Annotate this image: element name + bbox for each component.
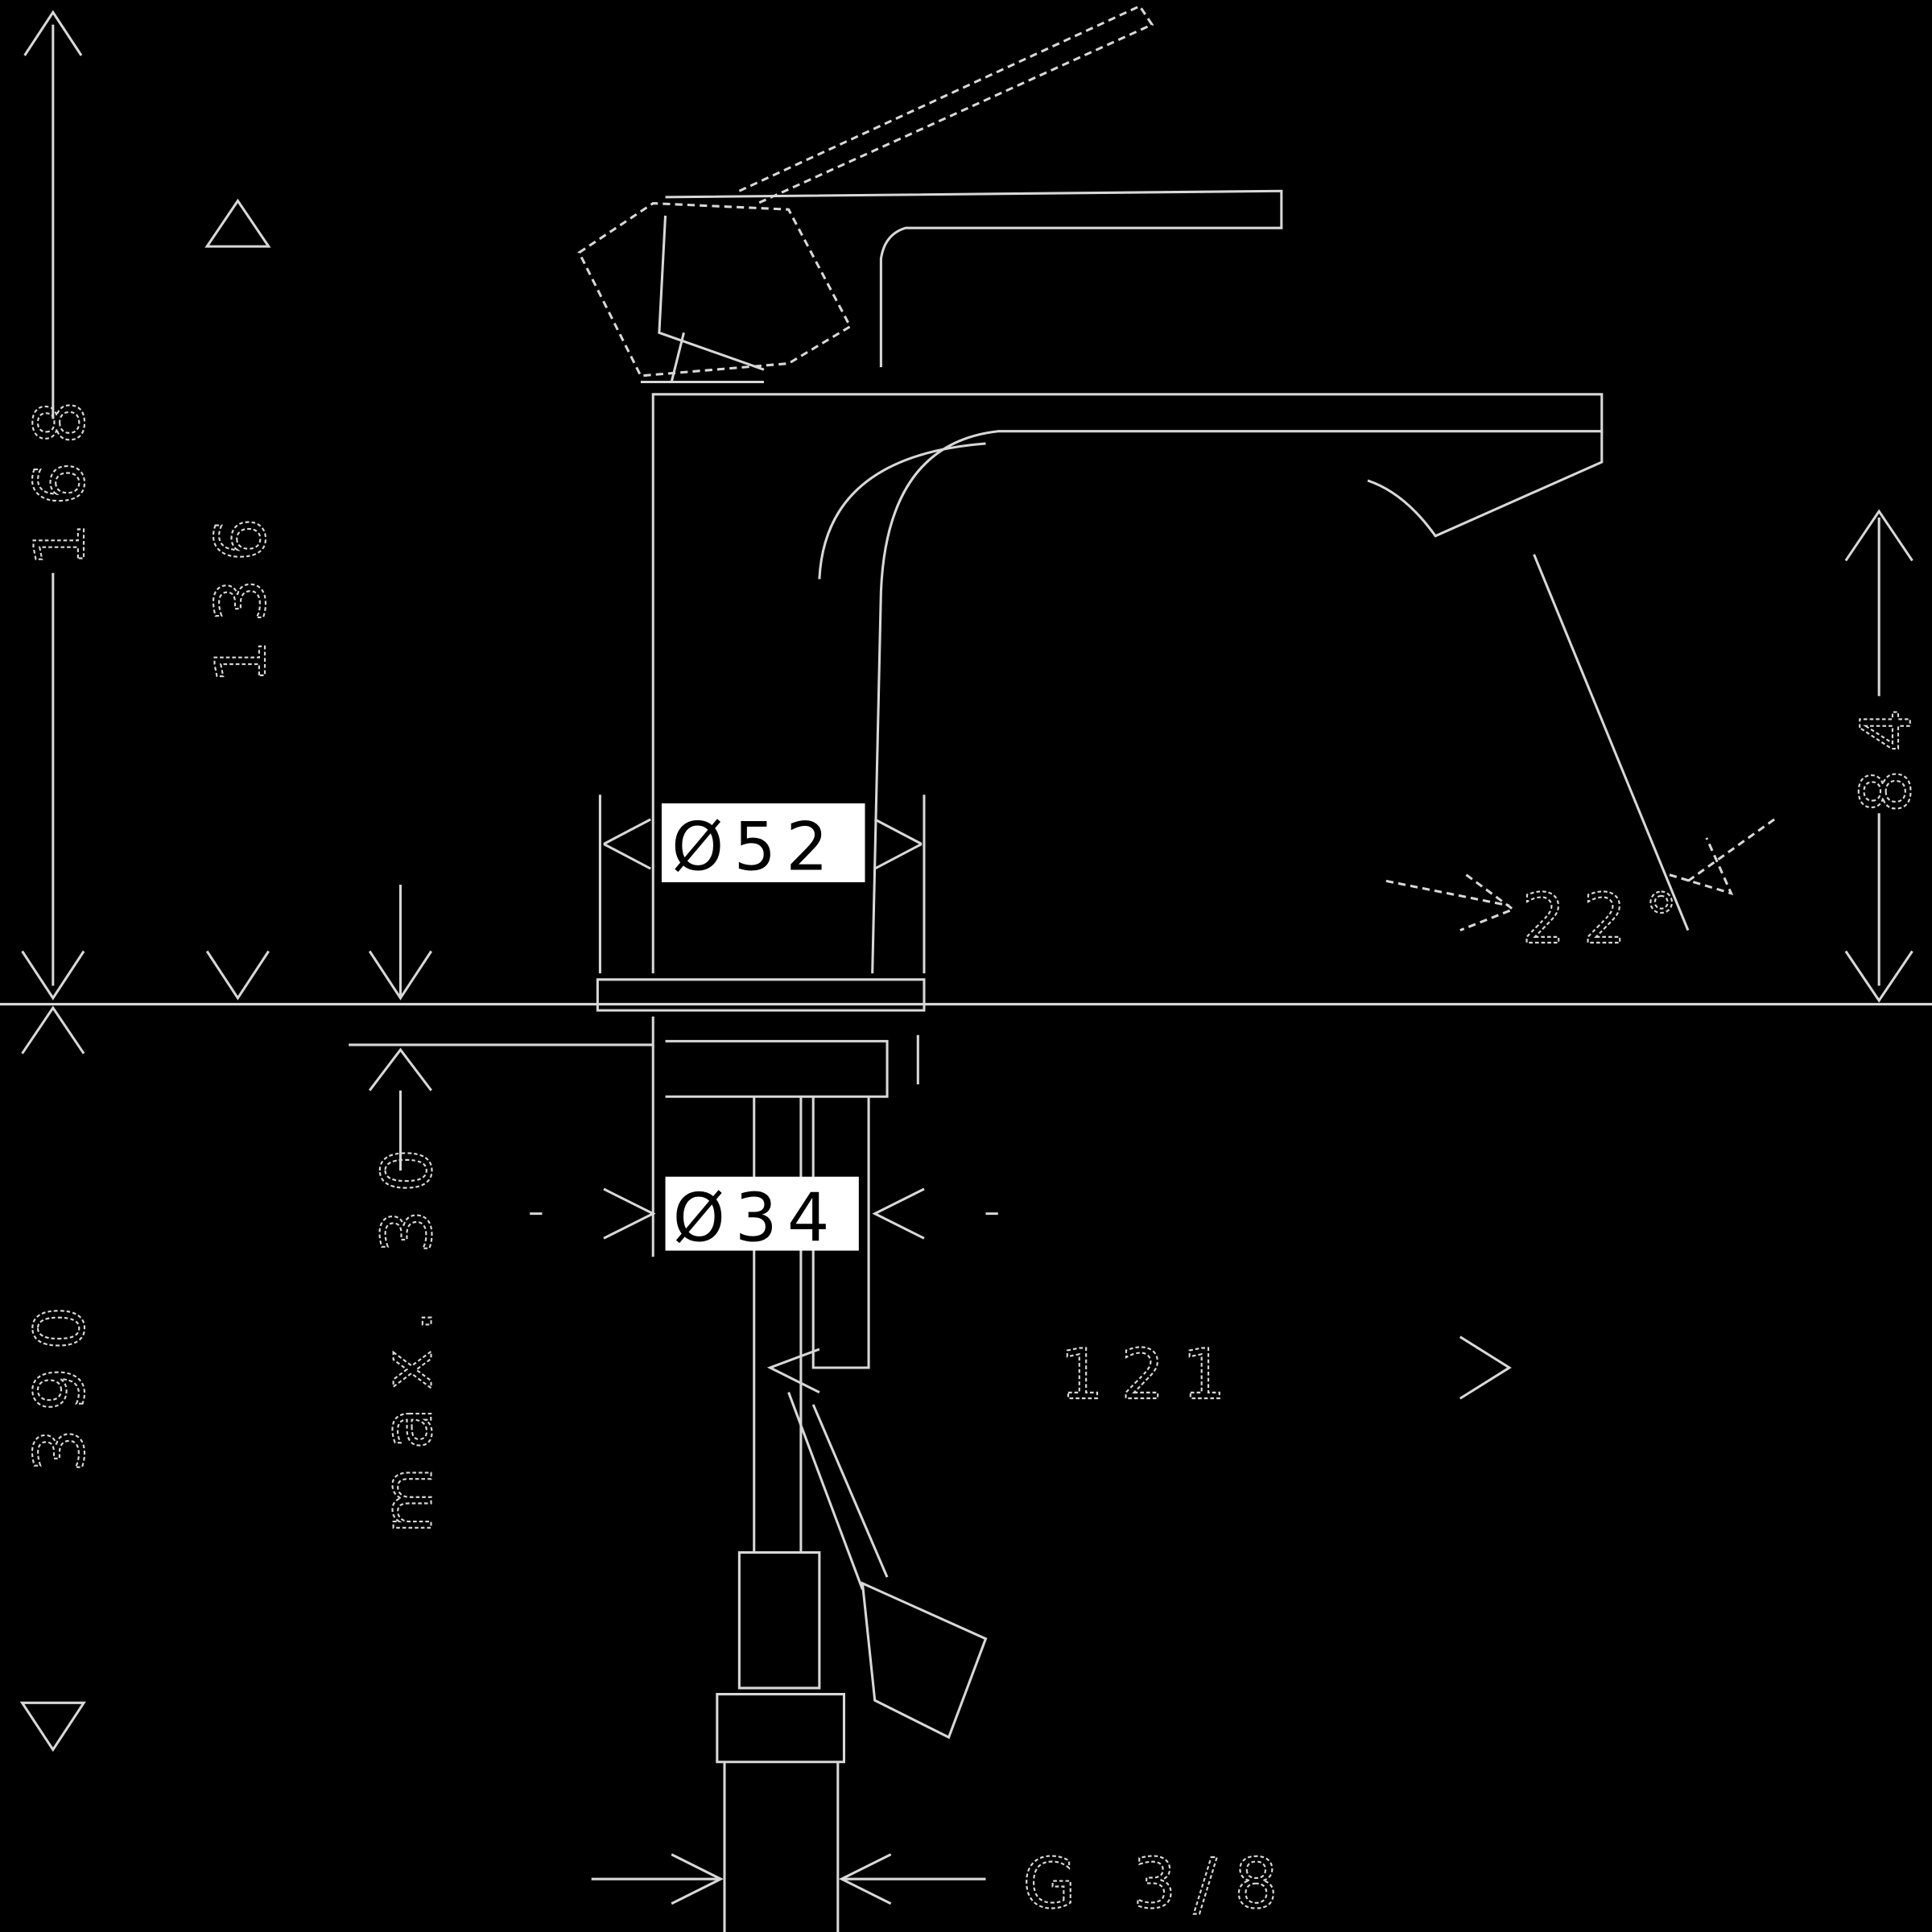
dim-thread-label: G 3/8: [1022, 1843, 1295, 1924]
dim-121: [766, 1335, 1512, 1400]
dim-390-label: 390: [20, 1289, 101, 1472]
dim-168: [21, 10, 85, 1055]
dim-390-arrow: [19, 1701, 86, 1752]
dim-diameter-34: [530, 1176, 998, 1251]
dim-168-label: 168: [20, 383, 101, 567]
dim-angle-22-label: 22°: [1521, 879, 1695, 960]
dim-diameter-52: [598, 795, 926, 974]
dim-diameter-52-label: Ø52: [671, 809, 838, 886]
dim-diameter-34-label: Ø34: [673, 1179, 840, 1257]
dim-136: [204, 198, 271, 1001]
lever-handle: [577, 4, 1154, 382]
faucet-body: [596, 189, 1604, 1932]
dim-136-label: 136: [201, 501, 282, 684]
dim-max-30: [368, 884, 432, 1171]
dim-thread: [591, 1853, 986, 1905]
dim-angle-22: [1385, 554, 1775, 932]
dim-84: [1844, 509, 1913, 1003]
dim-max-30-label: max. 30: [368, 1131, 448, 1534]
dim-84-label: 84: [1846, 691, 1926, 813]
dim-121-label: 121: [1059, 1335, 1243, 1415]
